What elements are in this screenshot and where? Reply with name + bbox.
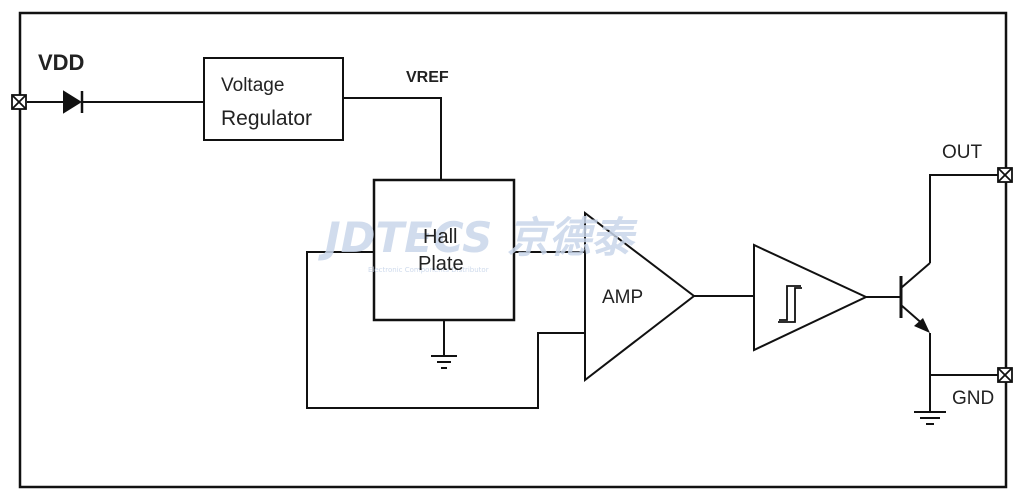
diode-symbol (63, 90, 84, 114)
chip-outline (18, 11, 1008, 489)
out-pin-terminal (997, 167, 1013, 183)
watermark-logo: JDTECS 京德泰 (318, 213, 638, 262)
voltage-regulator-label-line1: Voltage (221, 75, 284, 96)
hysteresis-icon (778, 285, 802, 323)
npn-transistor-symbol (899, 262, 931, 333)
watermark-tagline: Electronic Components Distributor (368, 266, 489, 274)
gnd-pin-terminal (997, 367, 1013, 383)
vdd-label: VDD (38, 50, 84, 75)
vref-wire (343, 97, 442, 180)
amp-label: AMP (602, 287, 643, 308)
out-label: OUT (942, 142, 983, 163)
amp-block (584, 210, 696, 383)
vdd-pin-terminal (11, 94, 27, 110)
hall-plate-label-line2: Plate (418, 253, 464, 275)
collector-to-out-wire (929, 174, 1002, 263)
feedback-loop-wire (306, 251, 585, 409)
output-ground-symbol (914, 411, 946, 425)
voltage-regulator-label-line2: Regulator (221, 107, 312, 130)
vref-label: VREF (406, 69, 449, 86)
hall-plate-ground-symbol (431, 320, 457, 369)
hall-plate-label-line1: Hall (423, 226, 457, 248)
schmitt-trigger-block (753, 243, 869, 352)
gnd-label: GND (952, 388, 994, 409)
